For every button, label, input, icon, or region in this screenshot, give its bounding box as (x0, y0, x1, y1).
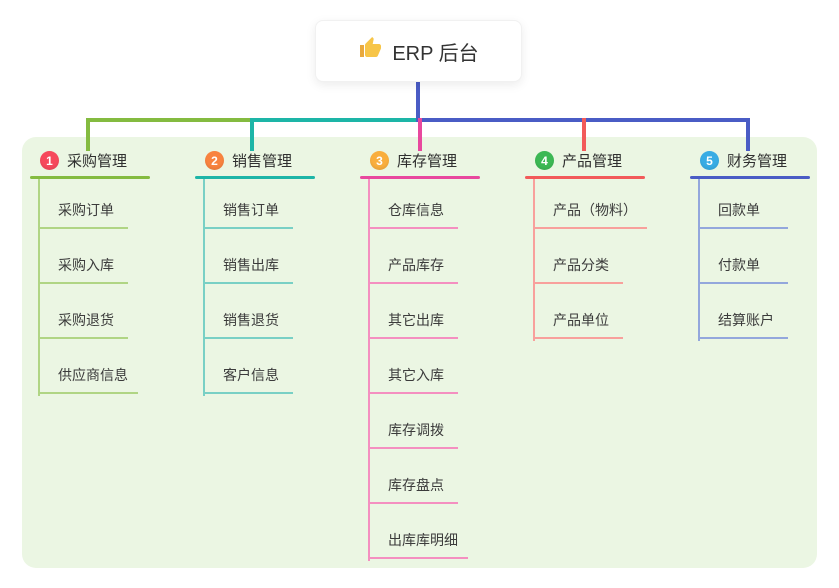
child-node-label: 出库库明细 (388, 532, 458, 548)
branch-number-badge: 5 (700, 151, 719, 170)
children-connector-line (368, 179, 370, 561)
children-connector-line (533, 179, 535, 341)
branch-number-badge: 2 (205, 151, 224, 170)
branch-underline (360, 176, 480, 179)
child-node-label: 采购退货 (58, 312, 114, 328)
child-node[interactable]: 产品（物料） (533, 201, 647, 229)
branch-drop-line (582, 118, 586, 151)
child-node[interactable]: 付款单 (698, 256, 788, 284)
children-connector-line (698, 179, 700, 341)
child-node[interactable]: 采购退货 (38, 311, 128, 339)
child-node[interactable]: 其它入库 (368, 366, 458, 394)
child-node-label: 销售退货 (223, 312, 279, 328)
child-node-label: 产品（物料） (553, 202, 637, 218)
children-connector-line (203, 179, 205, 396)
branch-node[interactable]: 3 库存管理 (370, 150, 457, 171)
child-node-label: 采购订单 (58, 202, 114, 218)
child-node[interactable]: 销售出库 (203, 256, 293, 284)
branch-node[interactable]: 2 销售管理 (205, 150, 292, 171)
thumbs-up-icon (358, 36, 382, 66)
child-node-label: 客户信息 (223, 367, 279, 383)
child-node-label: 其它出库 (388, 312, 444, 328)
branch-label: 产品管理 (562, 153, 623, 170)
branch-drop-line (418, 118, 422, 151)
child-node[interactable]: 客户信息 (203, 366, 293, 394)
child-node[interactable]: 仓库信息 (368, 201, 458, 229)
branch-number-badge: 3 (370, 151, 389, 170)
child-node-label: 库存盘点 (388, 477, 444, 493)
branch-underline (690, 176, 810, 179)
branch-underline (195, 176, 315, 179)
branch-node[interactable]: 1 采购管理 (40, 150, 127, 171)
child-node-label: 库存调拨 (388, 422, 444, 438)
branch-label: 采购管理 (67, 153, 128, 170)
child-node[interactable]: 库存调拨 (368, 421, 458, 449)
child-node[interactable]: 产品单位 (533, 311, 623, 339)
child-node-label: 回款单 (718, 202, 760, 218)
root-connector-line (416, 80, 420, 122)
child-node[interactable]: 回款单 (698, 201, 788, 229)
child-node-label: 供应商信息 (58, 367, 128, 383)
branch-drop-line (746, 118, 750, 151)
branch-drop-line (250, 118, 254, 151)
trunk-segment (252, 118, 420, 122)
child-node-label: 采购入库 (58, 257, 114, 273)
branch-number-badge: 1 (40, 151, 59, 170)
child-node-label: 销售订单 (223, 202, 279, 218)
branch-label: 库存管理 (397, 153, 458, 170)
child-node[interactable]: 采购订单 (38, 201, 128, 229)
child-node[interactable]: 结算账户 (698, 311, 788, 339)
child-node[interactable]: 库存盘点 (368, 476, 458, 504)
branch-number-badge: 4 (535, 151, 554, 170)
child-node[interactable]: 供应商信息 (38, 366, 138, 394)
branch-drop-line (86, 118, 90, 151)
mindmap-canvas-panel (22, 137, 817, 568)
child-node-label: 仓库信息 (388, 202, 444, 218)
child-node[interactable]: 产品分类 (533, 256, 623, 284)
trunk-segment (88, 118, 252, 122)
child-node-label: 产品库存 (388, 257, 444, 273)
child-node-label: 产品分类 (553, 257, 609, 273)
branch-node[interactable]: 5 财务管理 (700, 150, 787, 171)
branch-label: 财务管理 (727, 153, 788, 170)
child-node[interactable]: 其它出库 (368, 311, 458, 339)
branch-label: 销售管理 (232, 153, 293, 170)
root-node-erp[interactable]: ERP 后台 (315, 20, 522, 82)
root-node-label: ERP 后台 (392, 42, 479, 65)
branch-node[interactable]: 4 产品管理 (535, 150, 622, 171)
child-node[interactable]: 采购入库 (38, 256, 128, 284)
child-node-label: 付款单 (718, 257, 760, 273)
child-node[interactable]: 销售订单 (203, 201, 293, 229)
child-node[interactable]: 产品库存 (368, 256, 458, 284)
child-node-label: 结算账户 (718, 312, 774, 328)
branch-underline (525, 176, 645, 179)
child-node-label: 产品单位 (553, 312, 609, 328)
children-connector-line (38, 179, 40, 396)
branch-underline (30, 176, 150, 179)
child-node[interactable]: 销售退货 (203, 311, 293, 339)
child-node-label: 销售出库 (223, 257, 279, 273)
child-node[interactable]: 出库库明细 (368, 531, 468, 559)
child-node-label: 其它入库 (388, 367, 444, 383)
